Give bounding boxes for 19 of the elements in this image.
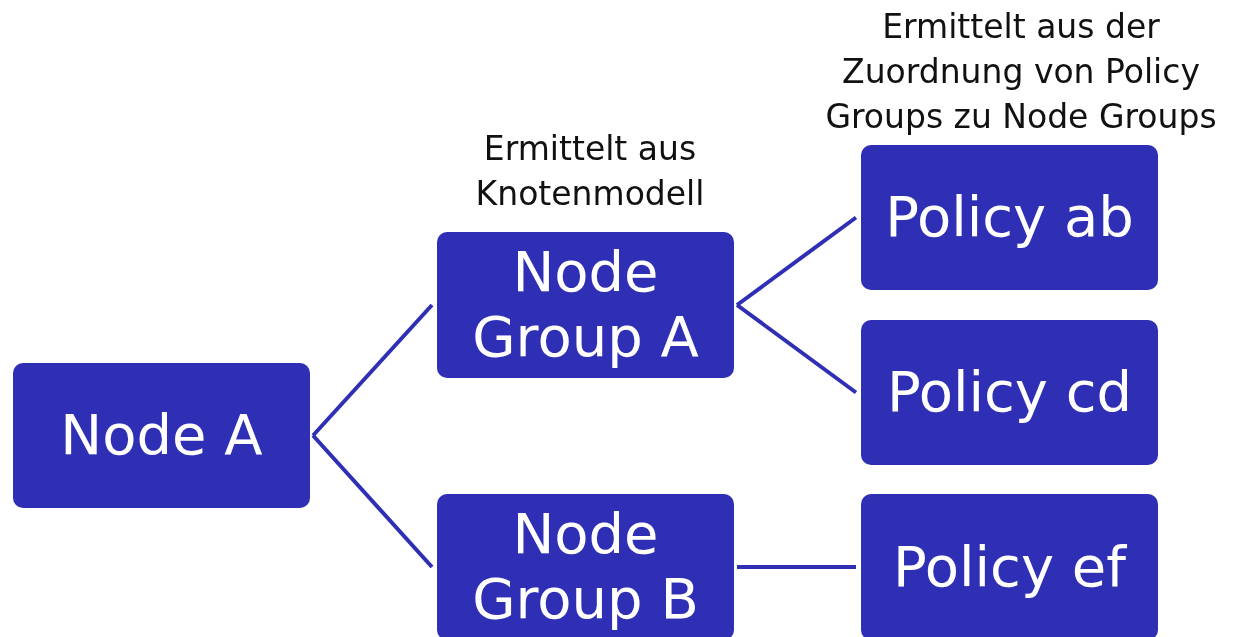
node-label: Policy ef xyxy=(892,534,1127,600)
node-label: Node A xyxy=(60,403,263,468)
node-label: Node Group B xyxy=(471,502,700,632)
node-box xyxy=(437,232,734,378)
node-label: Policy cd xyxy=(886,360,1133,425)
connector-line xyxy=(737,565,856,569)
connector-line xyxy=(735,303,858,395)
connector-line xyxy=(311,303,434,437)
node-box xyxy=(13,363,310,508)
node-box xyxy=(437,494,734,637)
connector-line xyxy=(735,215,858,307)
node-label: Policy ab xyxy=(885,185,1134,250)
node-box xyxy=(861,145,1158,290)
node-box xyxy=(861,320,1158,465)
node-box xyxy=(861,494,1158,637)
annotation-text: Ermittelt aus Knotenmodell xyxy=(474,128,706,215)
node-label: Node Group A xyxy=(471,240,700,370)
annotation-text: Ermittelt aus der Zuordnung von Policy Groups zu Node Groups xyxy=(824,6,1218,138)
connector-line xyxy=(311,434,434,569)
